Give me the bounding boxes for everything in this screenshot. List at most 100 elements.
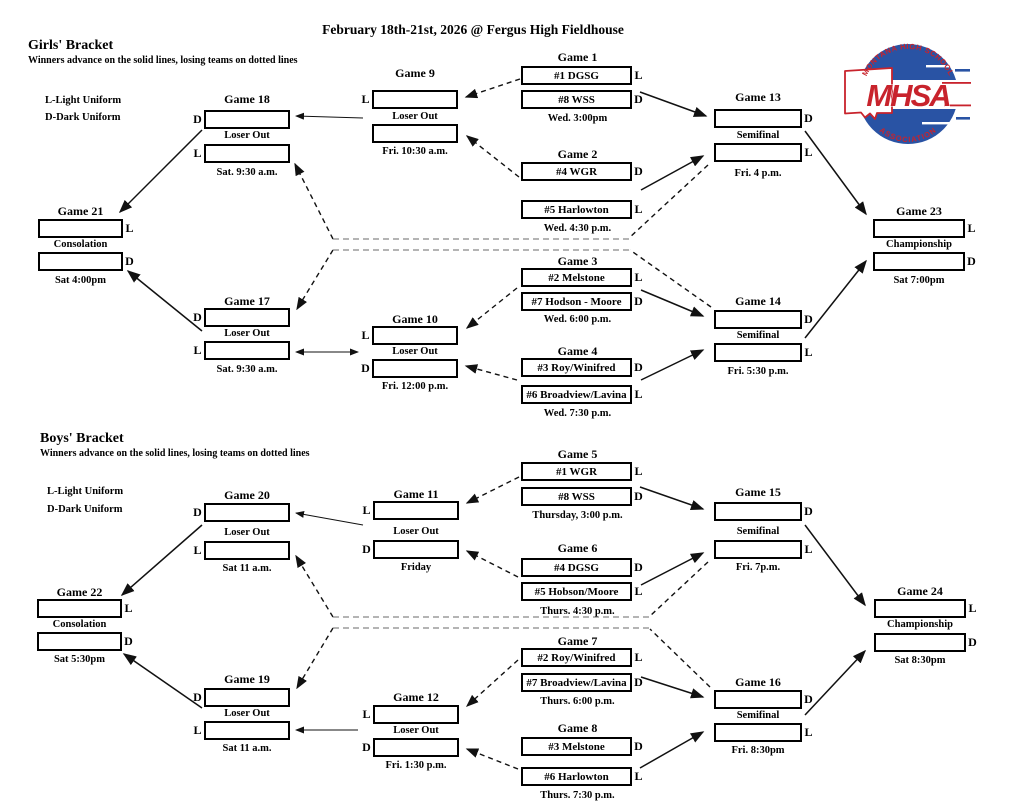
- team-box: #1 DGSG: [521, 66, 632, 85]
- game-title: Game 14: [735, 294, 781, 308]
- team-box: #4 DGSG: [521, 558, 632, 577]
- team-box: [204, 308, 290, 327]
- team-box: [38, 252, 123, 271]
- game-time: Friday: [400, 562, 432, 573]
- uniform-letter: D: [634, 739, 643, 753]
- uniform-letter: L: [634, 68, 643, 82]
- game-title: Game 19: [224, 672, 270, 686]
- uniform-letter: D: [124, 634, 133, 648]
- team-name: #6 Harlowton: [544, 770, 609, 783]
- team-box: [204, 688, 290, 707]
- team-name: #1 WGR: [555, 465, 598, 478]
- game-time: Fri. 4 p.m.: [734, 168, 782, 179]
- team-box: [373, 738, 459, 757]
- team-box: [37, 599, 122, 618]
- game-title: Game 9: [395, 66, 435, 80]
- uniform-letter: D: [362, 542, 371, 556]
- team-box: #6 Broadview/Lavina: [521, 385, 632, 404]
- game-10: Game 10 L Loser Out D Fri. 12:00 p.m.: [359, 312, 458, 394]
- team-box: #7 Hodson - Moore: [521, 292, 632, 311]
- game-title: Game 17: [224, 294, 270, 308]
- boys-bracket-heading: Boys' Bracket: [40, 431, 124, 446]
- team-box: #4 WGR: [521, 162, 632, 181]
- uniform-letter: D: [634, 675, 643, 689]
- uniform-letter: L: [634, 769, 643, 783]
- game-19: Game 19 D Loser Out L Sat 11 a.m.: [191, 672, 290, 756]
- uniform-letter: L: [804, 145, 813, 159]
- team-name: #2 Melstone: [548, 271, 605, 284]
- uniform-letter: D: [634, 489, 643, 503]
- game-23: Game 23 L Championship D Sat 7:00pm: [873, 204, 978, 288]
- game-title: Game 7: [557, 634, 598, 648]
- game-title: Game 12: [393, 690, 439, 704]
- uniform-letter: L: [362, 503, 371, 517]
- game-time: Fri. 5:30 p.m.: [727, 366, 789, 377]
- game-13: Game 13 D Semifinal L Fri. 4 p.m.: [714, 90, 815, 181]
- uniform-letter: L: [804, 345, 813, 359]
- team-name: #6 Broadview/Lavina: [526, 388, 627, 401]
- game-time: Thursday, 3:00 p.m.: [532, 510, 623, 521]
- game-title: Game 6: [557, 541, 598, 555]
- uniform-letter: L: [193, 723, 202, 737]
- team-box: [37, 632, 122, 651]
- game-time: Thurs. 4:30 p.m.: [540, 606, 615, 617]
- game-label: Loser Out: [393, 725, 439, 736]
- team-box: [373, 501, 459, 520]
- team-box: [372, 90, 458, 109]
- team-box: [373, 540, 459, 559]
- team-box: #5 Harlowton: [521, 200, 632, 219]
- legend-dark-uniform: D-Dark Uniform: [47, 504, 123, 515]
- team-box: [372, 359, 458, 378]
- uniform-letter: D: [193, 310, 202, 324]
- legend-dark-uniform: D-Dark Uniform: [45, 112, 121, 123]
- uniform-letter: L: [634, 650, 643, 664]
- game-label: Loser Out: [393, 526, 439, 537]
- montana-state-outline: [844, 67, 893, 120]
- team-box: [714, 143, 802, 162]
- uniform-letter: L: [967, 221, 976, 235]
- game-time: Sat 4:00pm: [54, 275, 107, 286]
- uniform-letter: D: [804, 111, 813, 125]
- game-time: Wed. 3:00pm: [547, 113, 608, 124]
- uniform-letter: L: [968, 601, 977, 615]
- game-title: Game 8: [557, 721, 598, 735]
- game-title: Game 10: [392, 312, 438, 326]
- game-label: Semifinal: [736, 130, 780, 141]
- game-title: Game 1: [557, 50, 598, 64]
- game-label: Consolation: [53, 239, 108, 250]
- uniform-letter: D: [193, 505, 202, 519]
- game-time: Wed. 6:00 p.m.: [543, 314, 612, 325]
- page-title: February 18th-21st, 2026 @ Fergus High F…: [322, 22, 624, 37]
- team-box: [873, 252, 965, 271]
- uniform-letter: L: [634, 270, 643, 284]
- team-box: #1 WGR: [521, 462, 632, 481]
- team-box: #6 Harlowton: [521, 767, 632, 786]
- team-name: #2 Roy/Winifred: [537, 651, 616, 664]
- girls-bracket-heading: Girls' Bracket: [28, 38, 114, 53]
- team-box: [873, 219, 965, 238]
- uniform-letter: D: [804, 692, 813, 706]
- game-time: Sat 11 a.m.: [222, 743, 272, 754]
- team-box: #2 Roy/Winifred: [521, 648, 632, 667]
- legend-light-uniform: L-Light Uniform: [47, 486, 124, 497]
- uniform-letter: L: [361, 92, 370, 106]
- game-time: Sat. 9:30 a.m.: [216, 167, 278, 178]
- game-time: Fri. 10:30 a.m.: [382, 146, 448, 157]
- team-name: #4 WGR: [555, 165, 598, 178]
- game-title: Game 21: [57, 204, 104, 218]
- uniform-letter: D: [362, 740, 371, 754]
- uniform-letter: D: [634, 560, 643, 574]
- uniform-letter: L: [193, 343, 202, 357]
- uniform-letter: D: [125, 254, 134, 268]
- game-title: Game 16: [735, 675, 781, 689]
- game-title: Game 13: [735, 90, 781, 104]
- team-box: #8 WSS: [521, 487, 632, 506]
- game-title: Game 20: [224, 488, 270, 502]
- game-time: Sat 8:30pm: [894, 655, 946, 666]
- team-box: [714, 690, 802, 709]
- team-box: [714, 723, 802, 742]
